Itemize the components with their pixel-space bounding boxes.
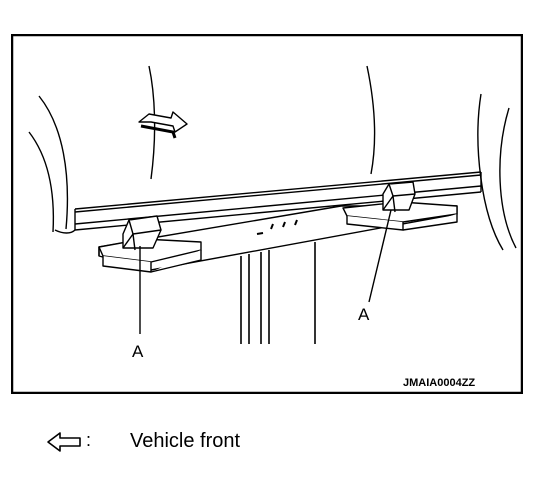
legend-separator: :	[86, 430, 92, 450]
figure-code: JMAIA0004ZZ	[403, 377, 475, 389]
diagram-figure: A A JMAIA0004ZZ	[11, 34, 523, 394]
lift-pad-right	[382, 181, 416, 213]
legend: : Vehicle front	[46, 424, 446, 464]
callout-label-right: A	[358, 305, 370, 324]
lift-pad-left	[122, 215, 162, 251]
callout-leaders	[139, 209, 392, 334]
lift-column	[240, 242, 316, 344]
hollow-left-arrow-icon	[47, 432, 81, 452]
front-arrow-icon	[138, 111, 188, 139]
callout-label-left: A	[132, 342, 144, 361]
lift-platform	[98, 201, 458, 273]
legend-text: Vehicle front	[130, 430, 241, 452]
figure-frame	[11, 34, 523, 394]
